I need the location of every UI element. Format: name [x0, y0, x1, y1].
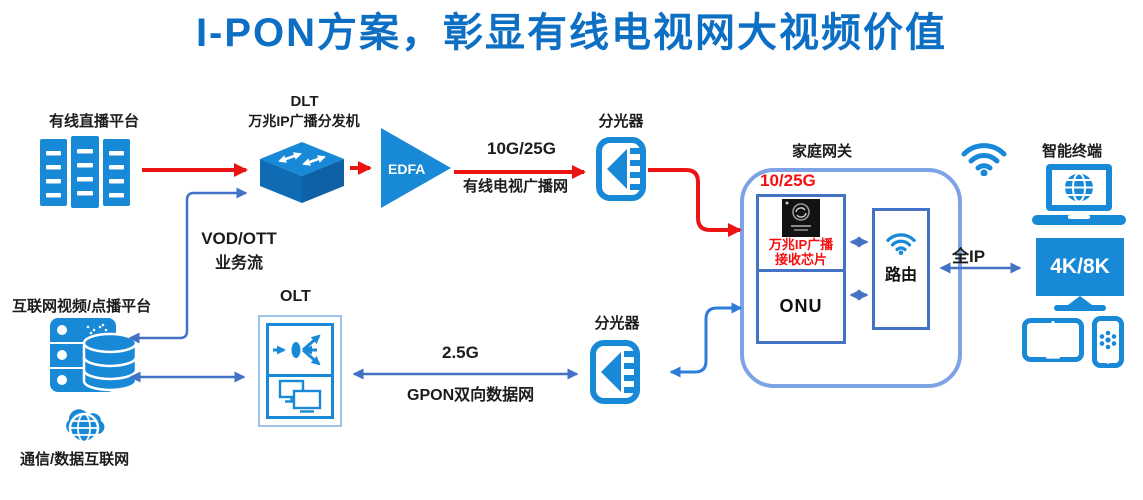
vod-label-line2: 业务流 [214, 255, 263, 272]
gateway-speed-label: 10/25G [760, 171, 816, 190]
home-gateway-box [740, 168, 962, 388]
switch-icon [260, 142, 344, 203]
tv-stand [1068, 296, 1092, 305]
splitter-bottom-label: 分光器 [594, 315, 640, 332]
internet-platform-label: 互联网视频/点播平台 [12, 298, 152, 315]
chip-label-line2: 接收芯片 [774, 252, 827, 267]
broadcast-speed-label: 10G/25G [487, 139, 556, 158]
phone-icon [1092, 316, 1124, 368]
onu-section: ONU [759, 269, 843, 341]
router-label: 路由 [884, 267, 917, 284]
page-title: I-PON方案，彰显有线电视网大视频价值 [195, 11, 948, 55]
olt-label: OLT [280, 288, 311, 305]
onu-label: ONU [779, 296, 823, 316]
splitter-top-label: 分光器 [598, 113, 644, 130]
database-server-icon [50, 318, 138, 392]
tv-resolution-label: 4K/8K [1050, 255, 1110, 278]
broadcast-network-label: 有线电视广播网 [463, 178, 569, 195]
internet-label: 通信/数据互联网 [20, 451, 130, 468]
tv-stand-base [1054, 305, 1106, 311]
router-wifi-icon [886, 233, 916, 255]
broadcast-chip-icon [782, 199, 820, 237]
smart-terminal-label: 智能终端 [1042, 143, 1103, 160]
dlt-label: 万兆IP广播分发机 [248, 113, 360, 129]
wifi-icon [961, 143, 1007, 176]
edfa-label: EDFA [388, 161, 426, 177]
chip-onu-box: 万兆IP广播 接收芯片 ONU [756, 194, 846, 344]
vod-label-line1: VOD/OTT [201, 229, 277, 248]
olt-box [258, 315, 342, 427]
gpon-speed-label: 2.5G [442, 343, 479, 362]
splitter-top-icon [596, 137, 646, 201]
splitter-bottom-icon [590, 340, 640, 404]
cloud-globe-icon [66, 409, 105, 444]
router-box: 路由 [872, 208, 930, 330]
chip-label-line1: 万兆IP广播 [768, 237, 834, 252]
all-ip-label: 全IP [952, 247, 986, 266]
laptop-icon [1032, 164, 1126, 225]
optical-splitter-icon [273, 334, 321, 366]
chip-section: 万兆IP广播 接收芯片 [759, 197, 843, 269]
dlt-name: DLT [290, 93, 319, 110]
olt-inner-box [266, 323, 334, 419]
home-gateway-label: 家庭网关 [792, 143, 853, 160]
gpon-network-label: GPON双向数据网 [407, 387, 535, 404]
tablet-icon [1022, 318, 1084, 362]
cable-platform-label: 有线直播平台 [48, 113, 139, 130]
link-splitter-to-chip [648, 168, 742, 237]
edfa-amplifier-icon [381, 128, 451, 208]
terminals-icon [278, 379, 322, 413]
link-splitter-onu [669, 302, 743, 378]
tv-icon: 4K/8K [1036, 238, 1124, 296]
server-rack-icon [40, 136, 130, 208]
